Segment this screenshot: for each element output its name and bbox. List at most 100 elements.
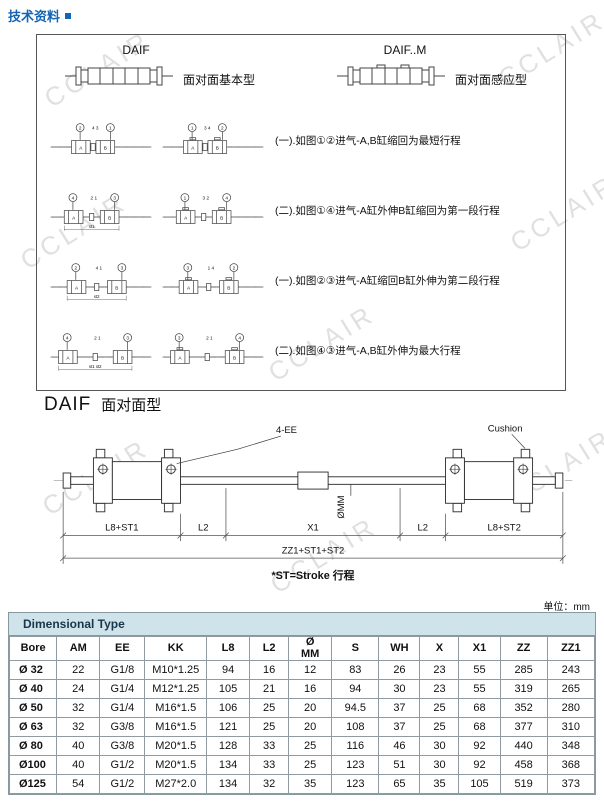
value-cell: 23 (419, 679, 460, 700)
svg-text:B: B (220, 216, 223, 221)
type-label-basic: 面对面基本型 (183, 73, 256, 87)
section-title: DAIF 面对面型 (44, 394, 161, 416)
svg-text:4: 4 (238, 335, 241, 340)
column-header: ZZ (499, 635, 548, 662)
value-cell: 25 (419, 717, 460, 738)
dim-l2-left: L2 (198, 523, 209, 534)
dim-total: ZZ1+ST1+ST2 (282, 545, 345, 556)
value-cell: M20*1.5 (144, 736, 208, 757)
value-cell: 134 (206, 774, 251, 795)
column-header: AM (56, 635, 101, 662)
value-cell: 40 (56, 755, 101, 776)
value-cell: 123 (331, 774, 380, 795)
model-name-daif-m: DAIF..M (383, 43, 427, 57)
value-cell: 30 (378, 679, 421, 700)
column-header: EE (99, 635, 146, 662)
value-cell: 265 (546, 679, 596, 700)
svg-text:A: A (187, 286, 191, 291)
header-bullet-icon (65, 12, 72, 19)
value-cell: 20 (288, 717, 333, 738)
daif-m-cylinder-icon (337, 64, 445, 86)
cushion-label: Cushion (488, 423, 523, 434)
svg-text:A: A (191, 146, 195, 151)
value-cell: 108 (331, 717, 380, 738)
value-cell: 21 (249, 679, 290, 700)
svg-text:2 1: 2 1 (206, 336, 213, 341)
svg-text:st2: st2 (94, 294, 100, 299)
step-note: (二).如图①④进气-A缸外伸B缸缩回为第一段行程 (275, 205, 500, 218)
bore-cell: Ø 80 (8, 736, 58, 757)
value-cell: 33 (249, 755, 290, 776)
svg-text:2 1: 2 1 (91, 196, 98, 201)
value-cell: 128 (206, 736, 251, 757)
value-cell: 37 (378, 698, 421, 719)
value-cell: 30 (419, 755, 460, 776)
value-cell: 368 (546, 755, 596, 776)
value-cell: G1/2 (99, 755, 146, 776)
svg-text:4: 4 (66, 335, 69, 340)
value-cell: G1/4 (99, 679, 146, 700)
svg-text:A: A (72, 216, 76, 221)
svg-text:1 4: 1 4 (208, 266, 215, 271)
value-cell: 92 (458, 736, 501, 757)
column-header: Bore (8, 635, 58, 662)
value-cell: M16*1.5 (144, 698, 208, 719)
value-cell: 54 (56, 774, 101, 795)
value-cell: 243 (546, 660, 596, 681)
bore-cell: Ø 40 (8, 679, 58, 700)
svg-text:1: 1 (109, 125, 112, 130)
value-cell: 68 (458, 698, 501, 719)
value-cell: 32 (249, 774, 290, 795)
port-label: 4-EE (276, 425, 297, 436)
bore-cell: Ø 50 (8, 698, 58, 719)
value-cell: 55 (458, 679, 501, 700)
value-cell: 94.5 (331, 698, 380, 719)
value-cell: G1/2 (99, 774, 146, 795)
step-note: (一).如图①②进气-A,B缸缩回为最短行程 (275, 135, 461, 148)
svg-text:2 1: 2 1 (94, 336, 101, 341)
svg-text:A: A (184, 216, 188, 221)
column-header: S (331, 635, 380, 662)
column-header: Ø MM (288, 635, 333, 662)
svg-text:B: B (233, 356, 236, 361)
value-cell: 68 (458, 717, 501, 738)
svg-text:B: B (115, 286, 118, 291)
svg-text:st1: st1 (89, 224, 95, 229)
svg-text:3: 3 (126, 335, 129, 340)
value-cell: 348 (546, 736, 596, 757)
value-cell: 519 (499, 774, 548, 795)
value-cell: 37 (378, 717, 421, 738)
svg-text:4: 4 (72, 195, 75, 200)
value-cell: G3/8 (99, 736, 146, 757)
value-cell: 94 (331, 679, 380, 700)
value-cell: 24 (56, 679, 101, 700)
value-cell: 35 (419, 774, 460, 795)
svg-text:2: 2 (221, 125, 224, 130)
type-label-sensing: 面对面感应型 (455, 73, 528, 87)
svg-text:4 3: 4 3 (92, 126, 99, 131)
technical-drawing: 4-EE Cushion ØMM L8+ST1 L2 X1 L2 L8+ST2 … (53, 423, 573, 582)
page-title: 技术资料 (8, 9, 61, 24)
value-cell: M20*1.5 (144, 755, 208, 776)
value-cell: 22 (56, 660, 101, 681)
dim-left: L8+ST1 (105, 523, 138, 534)
column-header: L8 (206, 635, 251, 662)
bore-cell: Ø125 (8, 774, 58, 795)
svg-text:A: A (66, 356, 70, 361)
value-cell: 106 (206, 698, 251, 719)
svg-text:1: 1 (184, 195, 187, 200)
value-cell: 46 (378, 736, 421, 757)
value-cell: 94 (206, 660, 251, 681)
bore-cell: Ø100 (8, 755, 58, 776)
